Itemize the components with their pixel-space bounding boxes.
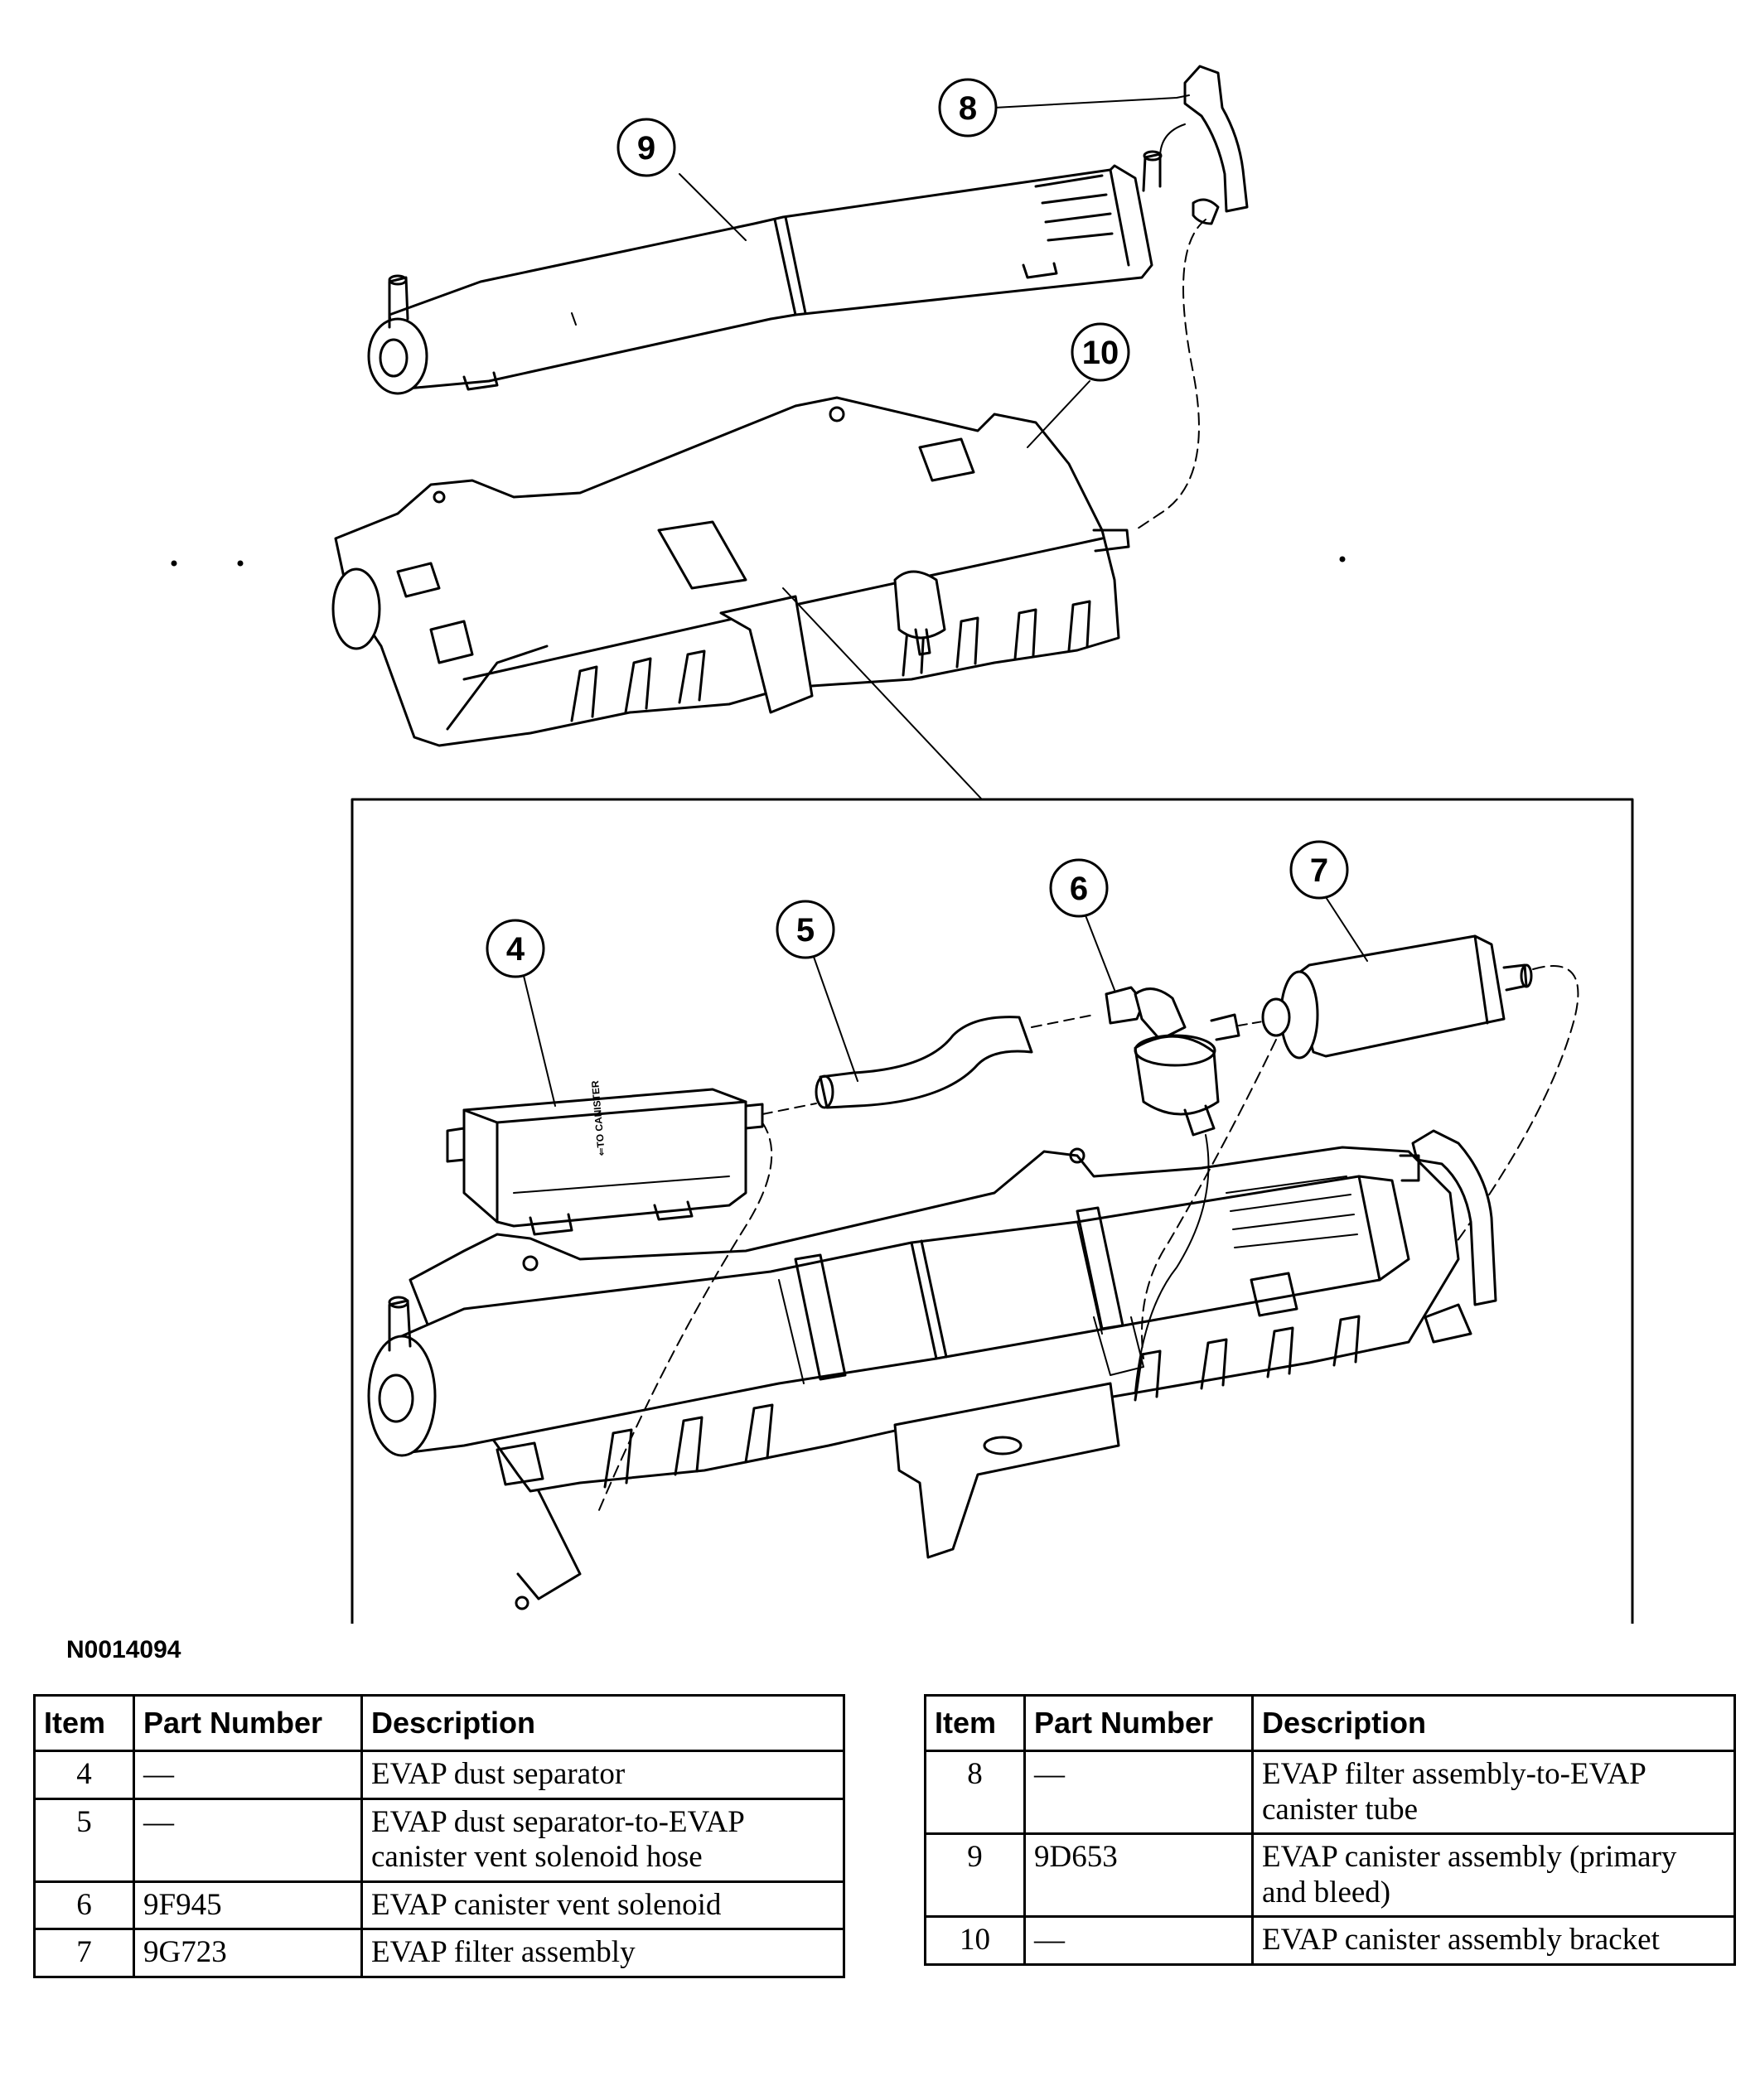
description-cell: EVAP dust separator-to-EVAP canister ven… <box>360 1797 845 1883</box>
tube-upper <box>1134 65 1249 531</box>
part-number-cell: — <box>133 1797 363 1883</box>
table-row: 5 — EVAP dust separator-to-EVAP canister… <box>33 1797 845 1883</box>
table-row: 9 9D653 EVAP canister assembly (primary … <box>924 1832 1736 1919</box>
callout-4 <box>486 919 556 1107</box>
header-part-number: Part Number <box>133 1694 363 1752</box>
item-cell: 10 <box>924 1915 1026 1966</box>
parts-table-right: Item Part Number Description 8 — EVAP fi… <box>924 1694 1736 1966</box>
description-cell: EVAP canister vent solenoid <box>360 1880 845 1931</box>
bracket-upper <box>331 396 1130 747</box>
description-cell: EVAP canister assembly (primary and blee… <box>1251 1832 1736 1919</box>
table-header-row: Item Part Number Description <box>924 1694 1736 1752</box>
detail-leader-line <box>782 587 983 800</box>
callout-number-5: 5 <box>796 912 815 949</box>
dust-separator-hose <box>762 1014 1095 1115</box>
header-description: Description <box>1251 1694 1736 1752</box>
callout-number-6: 6 <box>1070 871 1088 907</box>
table-row: 4 — EVAP dust separator <box>33 1750 845 1800</box>
item-cell: 7 <box>33 1928 135 1978</box>
callout-9 <box>616 118 747 241</box>
table-row: 10 — EVAP canister assembly bracket <box>924 1915 1736 1966</box>
callout-7 <box>1289 840 1368 962</box>
callout-number-4: 4 <box>506 931 525 968</box>
description-cell: EVAP filter assembly <box>360 1928 845 1978</box>
part-number-cell: 9D653 <box>1023 1832 1254 1919</box>
callout-6 <box>1049 858 1115 991</box>
canister-bracket-assembly <box>367 1039 1497 1610</box>
table-row: 6 9F945 EVAP canister vent solenoid <box>33 1880 845 1931</box>
part-number-cell: — <box>1023 1915 1254 1966</box>
figure-id: N0014094 <box>66 1636 181 1663</box>
callout-5 <box>776 900 858 1082</box>
part-number-cell: 9F945 <box>133 1880 363 1931</box>
exploded-view-diagram: ⇐TO CANISTER 9 8 10 4 5 6 7 <box>171 65 1634 1624</box>
item-cell: 8 <box>924 1749 1026 1836</box>
detail-box <box>351 798 1634 1624</box>
part-number-cell: — <box>133 1750 363 1800</box>
part-number-cell: — <box>1023 1749 1254 1836</box>
description-cell: EVAP dust separator <box>360 1750 845 1800</box>
vent-solenoid <box>1105 986 1269 1137</box>
header-item: Item <box>924 1694 1026 1752</box>
header-description: Description <box>360 1694 845 1752</box>
header-item: Item <box>33 1694 135 1752</box>
parts-table-left: Item Part Number Description 4 — EVAP du… <box>33 1694 845 1978</box>
callout-number-7: 7 <box>1310 852 1328 889</box>
callout-number-8: 8 <box>959 90 977 127</box>
table-row: 8 — EVAP filter assembly-to-EVAP caniste… <box>924 1749 1736 1836</box>
table-header-row: Item Part Number Description <box>33 1694 845 1752</box>
item-cell: 6 <box>33 1880 135 1931</box>
description-cell: EVAP canister assembly bracket <box>1251 1915 1736 1966</box>
item-cell: 4 <box>33 1750 135 1800</box>
callout-8 <box>938 78 1190 138</box>
callout-number-9: 9 <box>637 130 655 167</box>
callout-number-10: 10 <box>1082 335 1119 371</box>
canister-upper <box>367 150 1163 395</box>
dust-separator <box>446 1088 764 1236</box>
item-cell: 9 <box>924 1832 1026 1919</box>
item-cell: 5 <box>33 1797 135 1883</box>
callout-10 <box>1027 322 1130 448</box>
description-cell: EVAP filter assembly-to-EVAP canister tu… <box>1251 1749 1736 1836</box>
table-row: 7 9G723 EVAP filter assembly <box>33 1928 845 1978</box>
filter-assembly <box>1261 934 1579 1326</box>
header-part-number: Part Number <box>1023 1694 1254 1752</box>
part-number-cell: 9G723 <box>133 1928 363 1978</box>
